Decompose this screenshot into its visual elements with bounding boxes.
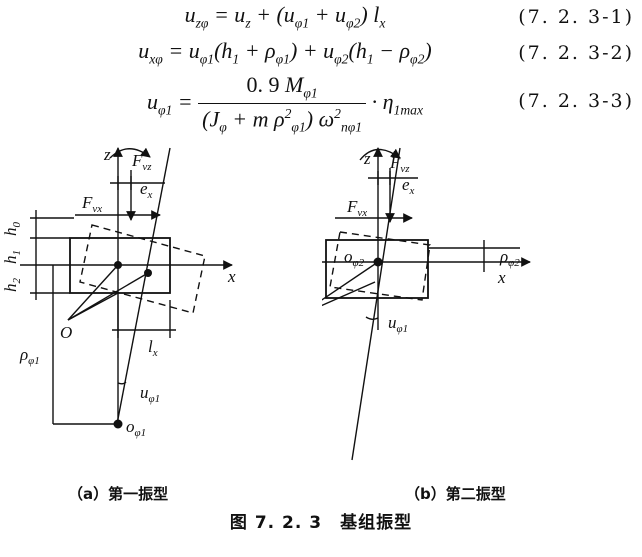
equation-2-expression: uxφ = uφ1(h1 + ρφ1) + uφ2(h1 − ρφ2)	[138, 38, 432, 67]
fig-a-h0-label: h0	[1, 222, 23, 237]
equation-1-expression: uzφ = uz + (uφ1 + uφ2) lx	[184, 2, 386, 31]
figure-a-diagram: z Fvz ex Fvx x O lx uφ1 oφ1 ρφ1 h0 h1 h2	[1, 145, 236, 439]
fig-a-x-label: x	[227, 267, 236, 286]
fig-a-u-label: uφ1	[140, 383, 160, 405]
fig-b-x-label: x	[497, 268, 506, 287]
fig-a-ex-label: ex	[140, 179, 153, 201]
fig-b-u-label: uφ1	[388, 313, 408, 335]
equation-3-number: (7. 2. 3-3)	[518, 90, 634, 112]
fig-a-rho-label: ρφ1	[19, 345, 40, 367]
fig-a-z-label: z	[103, 145, 111, 164]
fig-b-z-label: z	[363, 149, 371, 168]
equation-2-number: (7. 2. 3-2)	[518, 42, 634, 64]
equation-1: uzφ = uz + (uφ1 + uφ2) lx (7. 2. 3-1)	[0, 2, 642, 42]
equation-3-expression: uφ1 = 0. 9 Mφ1 (Jφ + m ρ2φ1) ω2nφ1 · η1m…	[146, 72, 424, 136]
equation-2: uxφ = uφ1(h1 + ρφ1) + uφ2(h1 − ρφ2) (7. …	[0, 38, 642, 78]
figure-a-caption: （a）第一振型	[68, 485, 169, 503]
fig-a-fvz-label: Fvz	[131, 151, 152, 173]
fig-b-rho-label: ρφ2	[499, 247, 520, 269]
fig-a-O-label: O	[60, 323, 72, 342]
fig-b-fvz-label: Fvz	[389, 153, 410, 175]
equation-3: uφ1 = 0. 9 Mφ1 (Jφ + m ρ2φ1) ω2nφ1 · η1m…	[0, 70, 642, 135]
fig-a-o-label: oφ1	[126, 417, 146, 439]
fig-b-fvx-label: Fvx	[346, 197, 367, 219]
fig-a-fvx-label: Fvx	[81, 193, 102, 215]
fig-a-h1-label: h1	[1, 250, 23, 264]
fig-a-h2-label: h2	[1, 278, 23, 293]
figure-title: 图 7. 2. 3 基组振型	[229, 513, 413, 533]
equation-3-fraction: 0. 9 Mφ1 (Jφ + m ρ2φ1) ω2nφ1	[198, 72, 367, 136]
figure-b-diagram: z Fvz ex Fvx oφ2 ρφ2 x O uφ1	[322, 147, 531, 461]
fig-b-o-label: oφ2	[344, 247, 365, 269]
figure-b-caption: （b）第二振型	[405, 485, 506, 503]
fig-b-ex-label: ex	[402, 175, 415, 197]
fig-a-lx-label: lx	[148, 337, 158, 359]
equation-1-number: (7. 2. 3-1)	[518, 6, 634, 28]
